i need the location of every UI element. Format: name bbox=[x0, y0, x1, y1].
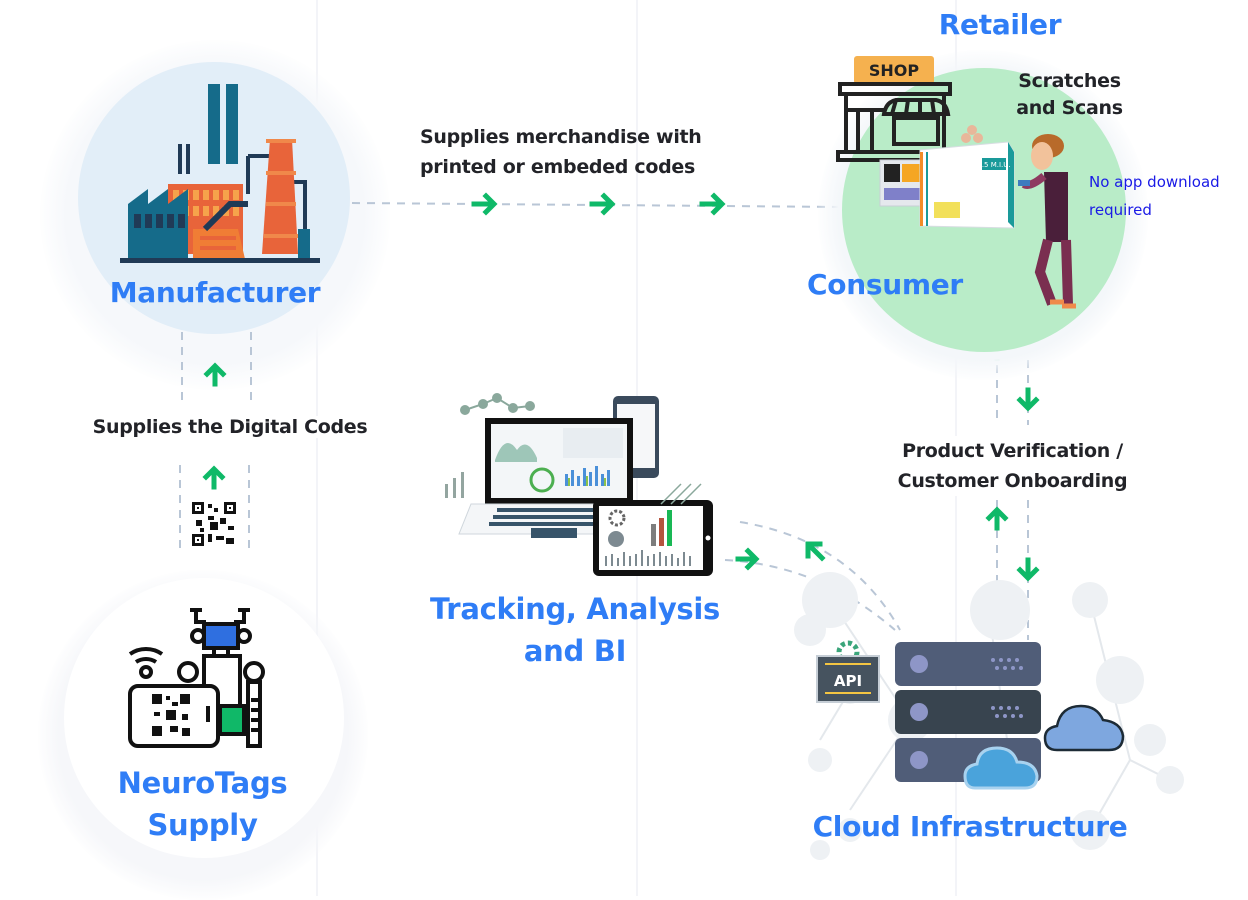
factory-icon bbox=[120, 84, 320, 263]
analytics-devices-icon bbox=[445, 393, 713, 576]
arrow-up-icon bbox=[203, 362, 227, 387]
scratches-line2: and Scans bbox=[1016, 97, 1123, 119]
digital-codes-label: Supplies the Digital Codes bbox=[80, 416, 380, 438]
neurotags-label: NeuroTags Supply bbox=[70, 762, 335, 846]
consumer-label: Consumer bbox=[807, 268, 963, 301]
arrow-down-icon bbox=[1016, 557, 1040, 582]
no-app-line1: No app download bbox=[1089, 173, 1220, 191]
arrow-right-icon bbox=[699, 192, 726, 216]
retailer-label: Retailer bbox=[938, 8, 1062, 41]
arrow-right-icon bbox=[589, 192, 616, 216]
neurotags-label-line2: Supply bbox=[147, 808, 258, 842]
no-app-line2: required bbox=[1089, 201, 1152, 219]
server-cloud-icon bbox=[895, 642, 1125, 790]
verification-label: Product Verification / Customer Onboardi… bbox=[880, 436, 1145, 496]
api-icon: API bbox=[816, 640, 880, 703]
product-box-icon: 1.5 M.I.U. bbox=[879, 125, 1015, 229]
guide-line bbox=[316, 0, 318, 896]
api-badge-text: API bbox=[834, 672, 862, 690]
verification-line2: Customer Onboarding bbox=[897, 470, 1128, 492]
arrow-right-icon bbox=[735, 547, 760, 571]
arrow-up-icon bbox=[985, 506, 1009, 531]
scratches-line1: Scratches bbox=[1018, 70, 1121, 92]
manufacturer-label: Manufacturer bbox=[109, 276, 321, 309]
arrow-right-icon bbox=[471, 192, 498, 216]
arrow-up-icon bbox=[202, 465, 226, 490]
tracking-label-line2: and BI bbox=[523, 634, 627, 668]
cloud-label: Cloud Infrastructure bbox=[812, 810, 1128, 843]
shop-icon: SHOP bbox=[836, 56, 954, 162]
merchandise-flow-label: Supplies merchandise with printed or emb… bbox=[420, 122, 702, 182]
shop-sign: SHOP bbox=[869, 61, 920, 80]
arrow-up-left-icon bbox=[805, 541, 826, 562]
person-scanning-icon bbox=[1018, 134, 1076, 309]
merchandise-line2: printed or embeded codes bbox=[420, 156, 696, 178]
qr-code-icon bbox=[192, 502, 236, 546]
tracking-label-line1: Tracking, Analysis bbox=[430, 592, 720, 626]
no-app-note: No app download required bbox=[1089, 168, 1248, 224]
arrow-down-icon bbox=[1016, 387, 1040, 412]
merchandise-line1: Supplies merchandise with bbox=[420, 126, 702, 148]
scratches-label: Scratches and Scans bbox=[1012, 68, 1127, 122]
product-box-label: 1.5 M.I.U. bbox=[977, 161, 1010, 169]
robot-qr-icon bbox=[128, 608, 265, 748]
tracking-label: Tracking, Analysis and BI bbox=[410, 588, 740, 672]
neurotags-label-line1: NeuroTags bbox=[117, 766, 288, 800]
verification-line1: Product Verification / bbox=[902, 440, 1123, 462]
